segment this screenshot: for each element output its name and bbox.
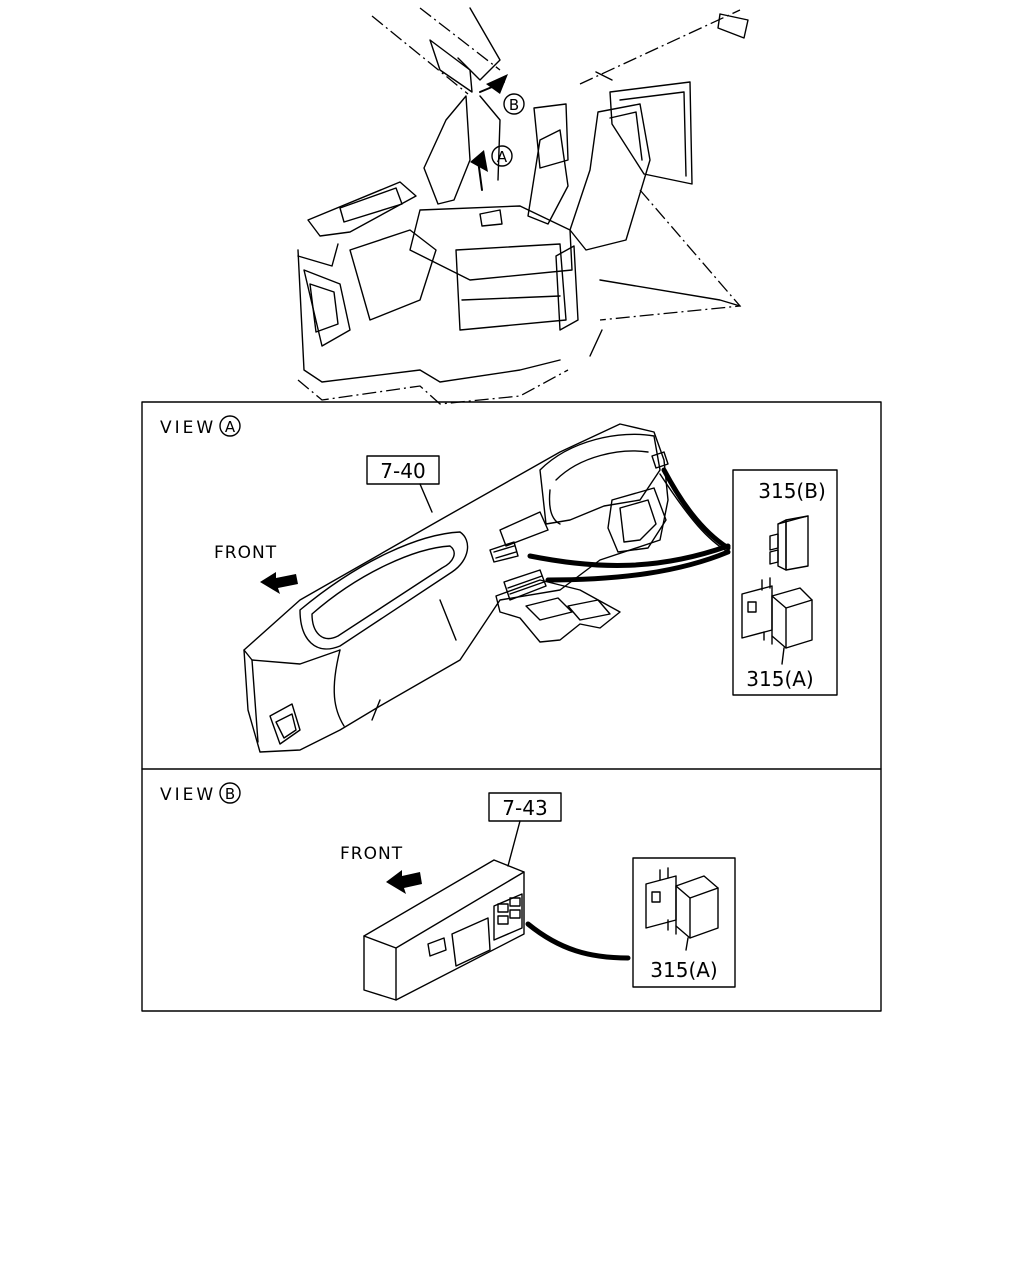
part-315a-label: 315(A): [746, 667, 813, 691]
leader-line-a3: [661, 467, 731, 551]
connector-315a-icon: [741, 577, 813, 665]
view-b-parts-box: [632, 857, 736, 988]
views-frame: [141, 401, 882, 1012]
view-b-panel: VIEW B 7-43 FRONT: [160, 782, 736, 1001]
view-b-front-arrow-icon: [386, 870, 422, 894]
ref-7-43-label: 7-43: [502, 796, 547, 820]
connector-315a-view-b-icon: [645, 867, 719, 951]
view-b-marker-circle: [219, 782, 241, 804]
view-a-front-arrow-icon: [260, 572, 298, 594]
view-b-title: VIEW: [160, 785, 216, 805]
callout-a-label: A: [497, 148, 508, 166]
view-a-title: VIEW: [160, 418, 216, 438]
ref-7-40-label: 7-40: [380, 459, 425, 483]
callout-b-circle: [503, 93, 525, 115]
view-a-marker: A: [225, 418, 236, 436]
view-b-marker: B: [225, 785, 235, 803]
callout-a-circle: [491, 145, 513, 167]
view-b-front-label: FRONT: [340, 844, 403, 864]
view-a-front-label: FRONT: [214, 543, 277, 563]
ref-box-7-43: [488, 792, 562, 822]
ref-box-7-40: [366, 455, 440, 485]
leader-line-a1: [527, 543, 731, 568]
leader-line-a2: [545, 549, 731, 583]
switch-panel-illustration: [363, 859, 525, 1001]
view-a-marker-circle: [219, 415, 241, 437]
cab-interior-illustration: B A: [297, 7, 749, 405]
view-a-panel: VIEW A 7-40 FRONT: [160, 415, 838, 753]
view-b-part-315a-label: 315(A): [650, 958, 717, 982]
part-315b-label: 315(B): [758, 479, 826, 503]
connector-315b-icon: [769, 515, 809, 571]
view-a-parts-box: [732, 469, 838, 696]
callout-b-label: B: [509, 96, 519, 114]
leader-line-b: [525, 921, 631, 961]
instrument-panel-illustration: [243, 423, 669, 753]
